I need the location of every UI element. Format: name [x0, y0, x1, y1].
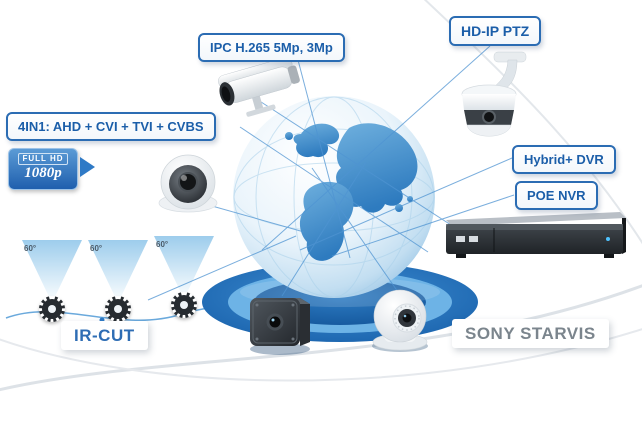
label-sony-starvis: SONY STARVIS	[452, 319, 609, 348]
mini-pinhole-camera	[250, 298, 310, 355]
label-hd-ip-ptz: HD-IP PTZ	[449, 16, 542, 46]
fullhd-resolution-label: 1080p	[24, 165, 62, 181]
ir-lens-ring-icon	[39, 296, 65, 322]
beam-angle-label: 60°	[90, 244, 103, 253]
earth-globe	[233, 96, 435, 298]
label-ir-cut: IR-CUT	[61, 321, 148, 350]
label-ipc-h265: IPC H.265 5Mp, 3Mp	[198, 33, 345, 62]
dvr-recorder	[446, 212, 626, 258]
fullhd-arrow-icon	[80, 157, 95, 177]
label-poe-nvr: POE NVR	[515, 181, 598, 210]
beam-angle-label: 60°	[24, 244, 37, 253]
fullhd-label: FULL HD	[18, 153, 68, 165]
ir-lens-ring-icon	[105, 296, 131, 322]
ptz-speed-dome-camera	[461, 51, 527, 137]
label-hybrid-dvr: Hybrid+ DVR	[512, 145, 616, 174]
white-dome-camera	[372, 289, 428, 352]
label-4in1-ahd-cvi-tvi-cvbs: 4IN1: AHD + CVI + TVI + CVBS	[6, 112, 216, 141]
ir-lens-ring-icon	[171, 292, 197, 318]
bullet-camera	[218, 57, 300, 117]
beam-angle-label: 60°	[156, 240, 169, 249]
fullhd-1080p-badge: FULL HD 1080p	[8, 148, 78, 190]
dome-camera	[158, 154, 218, 213]
